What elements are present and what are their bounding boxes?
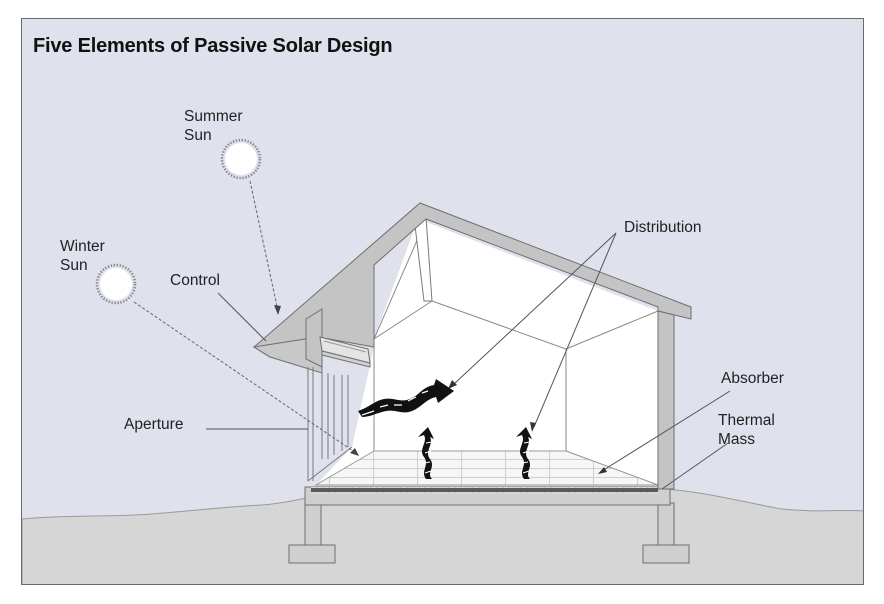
diagram-frame: Five Elements of Passive Solar Design Su…: [21, 18, 864, 585]
summer-sun-label: Summer Sun: [184, 107, 243, 145]
winter-sun-label: Winter Sun: [60, 237, 105, 275]
distribution-label: Distribution: [624, 219, 702, 236]
right-wall: [657, 310, 675, 490]
winter-sun-label-line2: Sun: [60, 257, 88, 274]
interior: [316, 219, 658, 485]
summer-sun-icon: [220, 138, 262, 180]
diagram-title: Five Elements of Passive Solar Design: [33, 35, 393, 57]
floor-slab: [304, 486, 671, 506]
winter-sun-icon: [95, 263, 137, 305]
summer-sun-label-line1: Summer: [184, 108, 243, 125]
thermal-mass-label-line1: Thermal: [718, 412, 775, 429]
airflow-arrow-rising-left: [418, 427, 434, 479]
airflow-arrow-horizontal: [358, 379, 454, 417]
summer-sun-label-line2: Sun: [184, 127, 212, 144]
leader-lines: [206, 232, 731, 490]
winter-sun-label-line1: Winter: [60, 238, 105, 255]
thermal-mass-label: Thermal Mass: [718, 411, 775, 449]
aperture-label: Aperture: [124, 416, 184, 433]
sun-rays: [133, 180, 357, 454]
thermal-mass-label-line2: Mass: [718, 431, 756, 448]
airflow-arrow-rising-right: [516, 427, 532, 479]
awning: [319, 336, 371, 368]
left-wall-header: [305, 308, 323, 368]
absorber-label: Absorber: [721, 370, 784, 387]
sun-ray-arrowheads: [274, 305, 359, 456]
control-label: Control: [170, 272, 220, 289]
leader-arrowheads: [448, 380, 607, 474]
passive-solar-house-illustration: [22, 138, 863, 584]
